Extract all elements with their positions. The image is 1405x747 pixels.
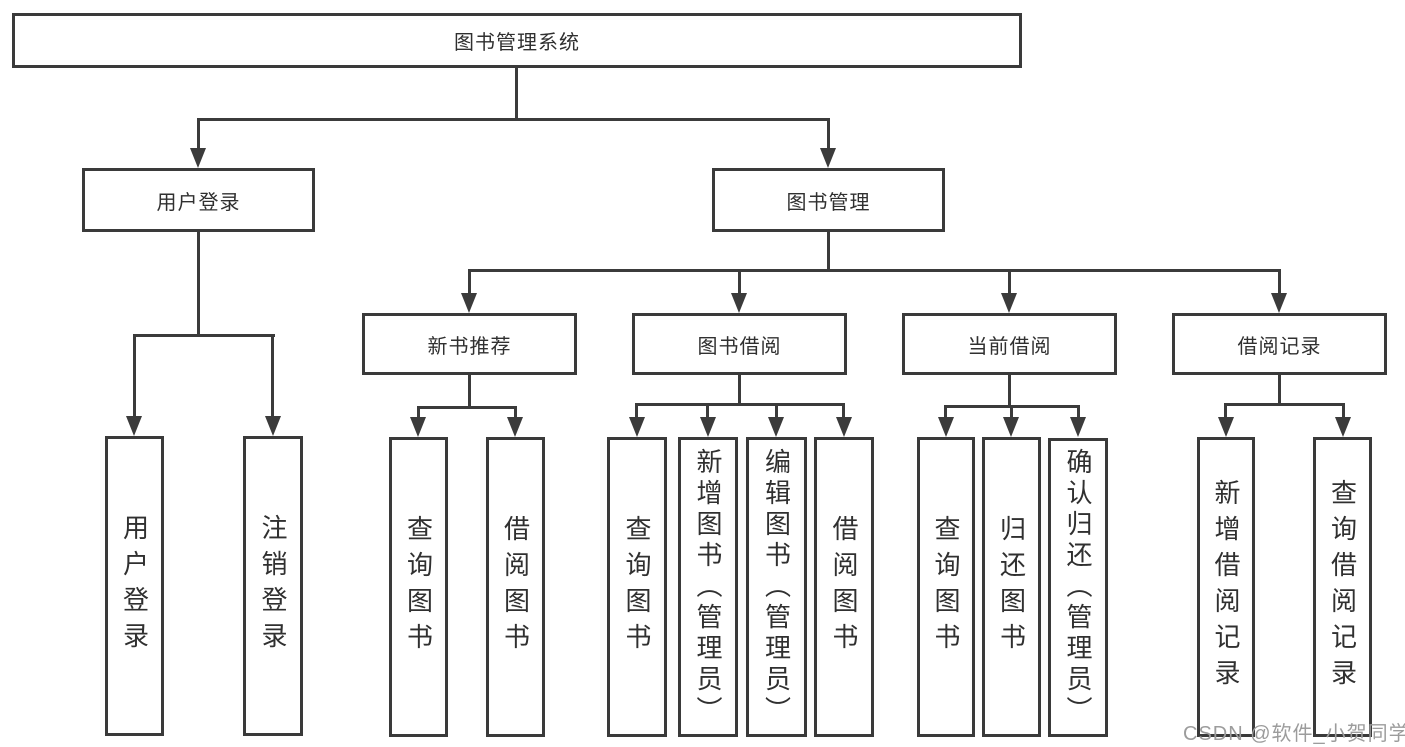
node-leaf-borrow-books-1: 借阅图书 [486,437,545,737]
node-leaf-add-books-admin-label: 新增图书（管理员） [693,447,723,727]
flow-line [1008,269,1011,295]
node-leaf-borrow-books-1-label: 借阅图书 [500,515,531,659]
arrow-down-icon [265,416,281,436]
node-leaf-confirm-return-admin: 确认归还（管理员） [1048,438,1108,737]
node-leaf-add-books-admin: 新增图书（管理员） [678,437,738,737]
node-book-borrowing-label: 图书借阅 [697,335,782,358]
arrow-down-icon [507,417,523,437]
flow-line [827,232,830,272]
flow-line [197,118,830,121]
flow-line [197,118,200,150]
flow-line [271,334,274,416]
flow-line [842,403,845,419]
flow-line [1342,403,1345,419]
flow-line [706,403,709,419]
flow-line [827,118,830,150]
node-leaf-return-books-label: 归还图书 [996,515,1027,659]
node-leaf-user-login: 用户登录 [105,436,164,736]
node-current-borrowing-label: 当前借阅 [967,335,1052,358]
flow-line [417,406,420,419]
node-leaf-query-books-1: 查询图书 [389,437,448,737]
flow-line [738,375,741,405]
flow-line [417,406,517,409]
node-borrowing-records: 借阅记录 [1172,313,1387,375]
flow-line [1278,375,1281,405]
flow-line [133,334,136,416]
arrow-down-icon [938,417,954,437]
node-leaf-add-borrow-record-label: 新增借阅记录 [1211,479,1241,695]
arrow-down-icon [731,293,747,313]
node-new-book-recommend-label: 新书推荐 [427,335,512,358]
node-leaf-logout: 注销登录 [243,436,303,736]
arrow-down-icon [190,148,206,168]
node-leaf-user-login-label: 用户登录 [119,514,150,658]
arrow-down-icon [1003,417,1019,437]
flow-line [944,405,947,419]
flow-line [1224,403,1345,406]
node-leaf-logout-label: 注销登录 [258,514,288,658]
flow-line [197,232,200,336]
node-book-borrowing: 图书借阅 [632,313,847,375]
node-leaf-query-books-2-label: 查询图书 [622,515,652,659]
node-leaf-borrow-books-2-label: 借阅图书 [829,515,859,659]
node-new-book-recommend: 新书推荐 [362,313,577,375]
node-leaf-return-books: 归还图书 [982,437,1041,737]
node-leaf-edit-books-admin-label: 编辑图书（管理员） [761,447,792,727]
node-current-borrowing: 当前借阅 [902,313,1117,375]
node-book-management-label: 图书管理 [786,191,871,214]
flow-line [468,375,471,408]
arrow-down-icon [1335,417,1351,437]
node-leaf-confirm-return-admin-label: 确认归还（管理员） [1063,448,1093,727]
flow-line [468,269,471,295]
flow-line [1224,403,1227,419]
node-root-label: 图书管理系统 [454,32,580,54]
node-leaf-edit-books-admin: 编辑图书（管理员） [746,437,807,737]
node-leaf-query-borrow-record-label: 查询借阅记录 [1327,479,1358,695]
flow-line [515,68,518,120]
flow-line [738,269,741,295]
flow-line [1077,405,1080,419]
flow-line [635,403,845,406]
flow-line [1008,375,1011,407]
node-leaf-query-books-2: 查询图书 [607,437,667,737]
arrow-down-icon [1001,293,1017,313]
node-book-management: 图书管理 [712,168,945,232]
flow-line [514,406,517,419]
arrow-down-icon [768,417,784,437]
node-leaf-borrow-books-2: 借阅图书 [814,437,874,737]
node-borrowing-records-label: 借阅记录 [1237,335,1322,358]
flow-line [1278,269,1281,295]
node-root: 图书管理系统 [12,13,1022,68]
node-leaf-query-borrow-record: 查询借阅记录 [1313,437,1372,737]
arrow-down-icon [410,417,426,437]
arrow-down-icon [1218,417,1234,437]
node-leaf-query-books-3: 查询图书 [917,437,975,737]
arrow-down-icon [700,417,716,437]
flow-line [775,403,778,419]
node-user-login-label: 用户登录 [156,191,241,214]
arrow-down-icon [126,416,142,436]
node-user-login: 用户登录 [82,168,315,232]
arrow-down-icon [461,293,477,313]
arrow-down-icon [836,417,852,437]
arrow-down-icon [629,417,645,437]
node-leaf-query-books-1-label: 查询图书 [403,515,434,659]
csdn-watermark: CSDN @软件_小贺同学 [1183,723,1405,745]
flow-line [468,269,1281,272]
flow-line [133,334,275,337]
flow-line [1010,405,1013,419]
arrow-down-icon [820,148,836,168]
flow-line [635,403,638,419]
node-leaf-query-books-3-label: 查询图书 [931,515,961,659]
arrow-down-icon [1070,417,1086,437]
arrow-down-icon [1271,293,1287,313]
node-leaf-add-borrow-record: 新增借阅记录 [1197,437,1255,737]
